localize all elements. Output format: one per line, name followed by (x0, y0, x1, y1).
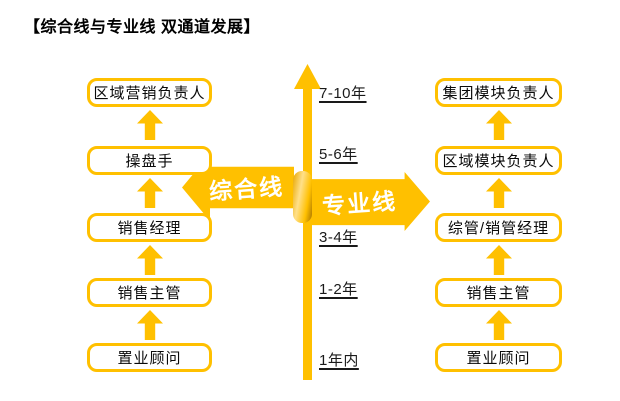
right-track-box-level1: 置业顾问 (435, 343, 562, 372)
year-label-7-10: 7-10年 (319, 85, 367, 102)
up-arrow-icon (137, 310, 163, 340)
left-track-box-level1: 置业顾问 (87, 343, 212, 372)
year-label-3-4: 3-4年 (319, 229, 358, 246)
up-arrow-icon (486, 310, 512, 340)
up-arrow-icon (486, 178, 512, 208)
left-track-box-level4: 操盘手 (87, 146, 212, 175)
right-track-box-level3: 综管/销管经理 (435, 213, 562, 242)
ribbon-curl-icon (293, 171, 312, 223)
left-track-box-level2: 销售主管 (87, 278, 212, 307)
up-arrow-icon (137, 110, 163, 140)
professional-line-label: 专业线 (321, 187, 398, 219)
up-arrow-icon (486, 110, 512, 140)
year-label-1-2: 1-2年 (319, 281, 358, 298)
right-track-box-level2: 销售主管 (435, 278, 562, 307)
right-track-box-level4: 区域模块负责人 (435, 146, 562, 175)
up-arrow-icon (137, 178, 163, 208)
left-track-box-level3: 销售经理 (87, 213, 212, 242)
left-track-box-level5: 区域营销负责人 (87, 78, 212, 107)
up-arrow-icon (486, 245, 512, 275)
page-title: 【综合线与专业线 双通道发展】 (24, 19, 260, 36)
professional-line-arrow: 专业线 (309, 172, 430, 231)
right-track-box-level5: 集团模块负责人 (435, 78, 562, 107)
up-arrow-icon (137, 245, 163, 275)
year-label-5-6: 5-6年 (319, 146, 358, 163)
timeline-axis (303, 86, 312, 380)
timeline-arrowhead-icon (294, 64, 321, 89)
year-label-under-1: 1年内 (319, 352, 359, 369)
